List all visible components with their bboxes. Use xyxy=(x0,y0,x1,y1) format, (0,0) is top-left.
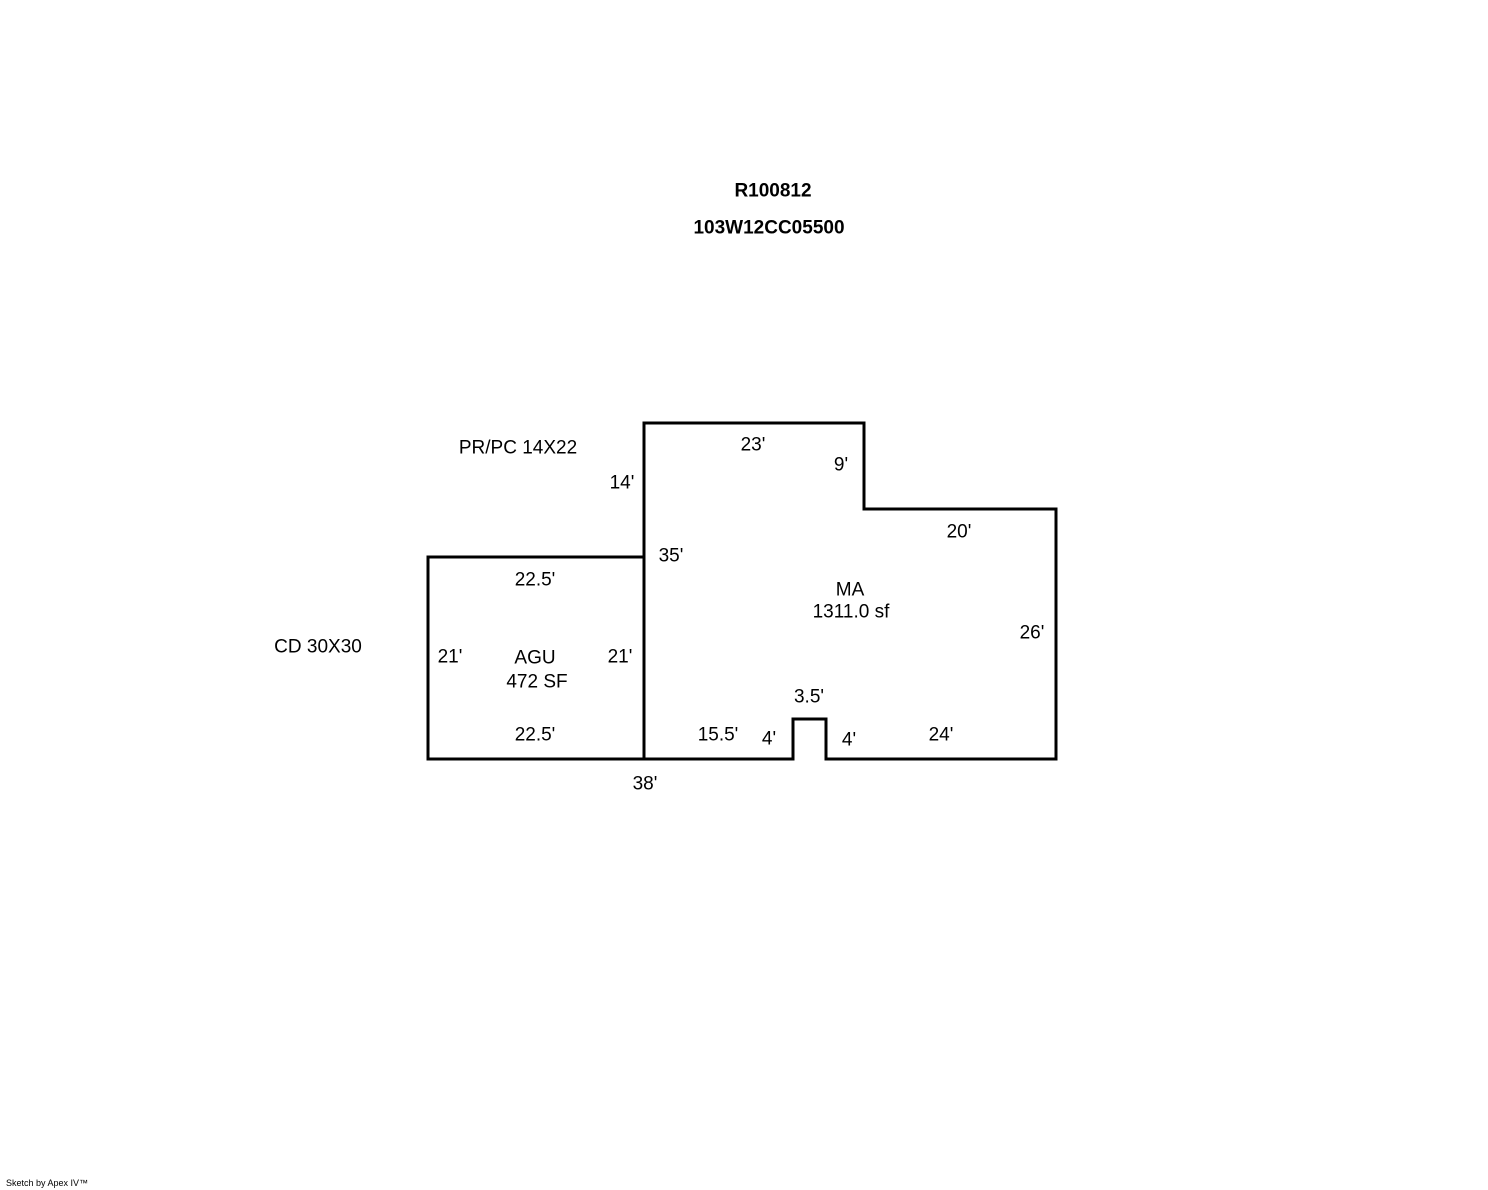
dim-agu-top: 22.5' xyxy=(514,569,556,591)
dim-ma-right: 26' xyxy=(1019,622,1045,644)
dim-ma-left-upper: 14' xyxy=(609,472,635,494)
dim-ma-bottom-left: 15.5' xyxy=(697,724,739,746)
dim-ma-top: 23' xyxy=(740,434,766,456)
dim-agu-right: 21' xyxy=(607,646,633,668)
parcel-id: 103W12CC05500 xyxy=(693,217,845,239)
dim-agu-left: 21' xyxy=(437,646,463,668)
dim-agu-bottom: 22.5' xyxy=(514,724,556,746)
dim-ma-bottom-total: 38' xyxy=(632,773,658,795)
ma-name: MA xyxy=(835,579,865,601)
sketch-credit: Sketch by Apex IV™ xyxy=(6,1178,89,1188)
agu-name: AGU xyxy=(514,647,556,669)
ma-outline xyxy=(642,421,1058,761)
pr-pc-label: PR/PC 14X22 xyxy=(458,437,578,459)
dim-ma-bump-right: 4' xyxy=(841,729,857,751)
agu-outline xyxy=(426,555,646,761)
cd-label: CD 30X30 xyxy=(274,636,362,658)
ma-area: 1311.0 sf xyxy=(812,601,890,623)
dim-ma-bump-left: 4' xyxy=(761,728,777,750)
dim-ma-bump-top: 3.5' xyxy=(793,686,825,708)
dim-ma-notch-side: 9' xyxy=(833,454,849,476)
dim-ma-step-top: 20' xyxy=(946,521,972,543)
record-id: R100812 xyxy=(734,180,812,202)
dim-ma-left: 35' xyxy=(658,545,684,567)
agu-area: 472 SF xyxy=(506,671,568,693)
dim-ma-bottom-right: 24' xyxy=(928,724,954,746)
